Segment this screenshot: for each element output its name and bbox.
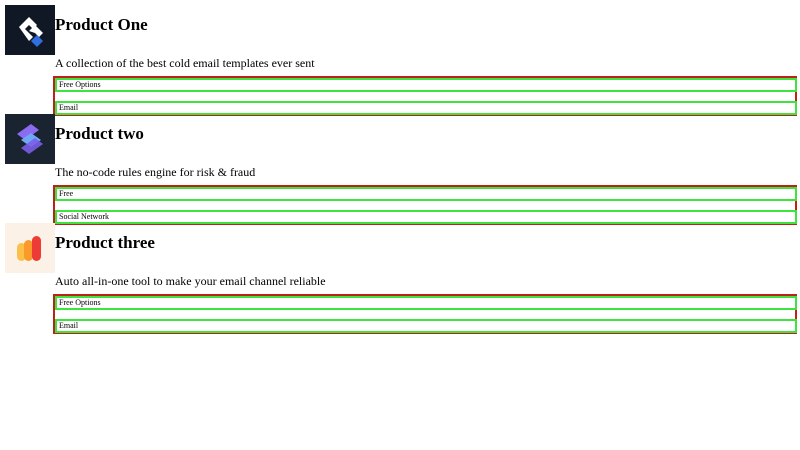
tag-list: Free Social Network [53, 185, 797, 225]
tag-item[interactable]: Free Options [55, 296, 797, 310]
product-card: Product two The no-code rules engine for… [0, 114, 800, 225]
tag-item[interactable]: Free Options [55, 78, 797, 92]
product-title[interactable]: Product One [55, 15, 148, 34]
product-two-logo-icon[interactable] [5, 114, 55, 164]
tag-list: Free Options Email [53, 294, 797, 334]
tag-list: Free Options Email [53, 76, 797, 116]
tag-item[interactable]: Email [55, 101, 797, 115]
product-title[interactable]: Product three [55, 233, 155, 252]
product-three-logo-icon[interactable] [5, 223, 55, 273]
tag-item[interactable]: Email [55, 319, 797, 333]
product-one-logo-icon[interactable] [5, 5, 55, 55]
product-description: The no-code rules engine for risk & frau… [55, 165, 256, 179]
product-card: Product three Auto all-in-one tool to ma… [0, 223, 800, 334]
tag-item[interactable]: Free [55, 187, 797, 201]
product-description: A collection of the best cold email temp… [55, 56, 315, 70]
product-description: Auto all-in-one tool to make your email … [55, 274, 326, 288]
tag-item[interactable]: Social Network [55, 210, 797, 224]
product-title[interactable]: Product two [55, 124, 144, 143]
product-card: Product One A collection of the best col… [0, 5, 800, 116]
